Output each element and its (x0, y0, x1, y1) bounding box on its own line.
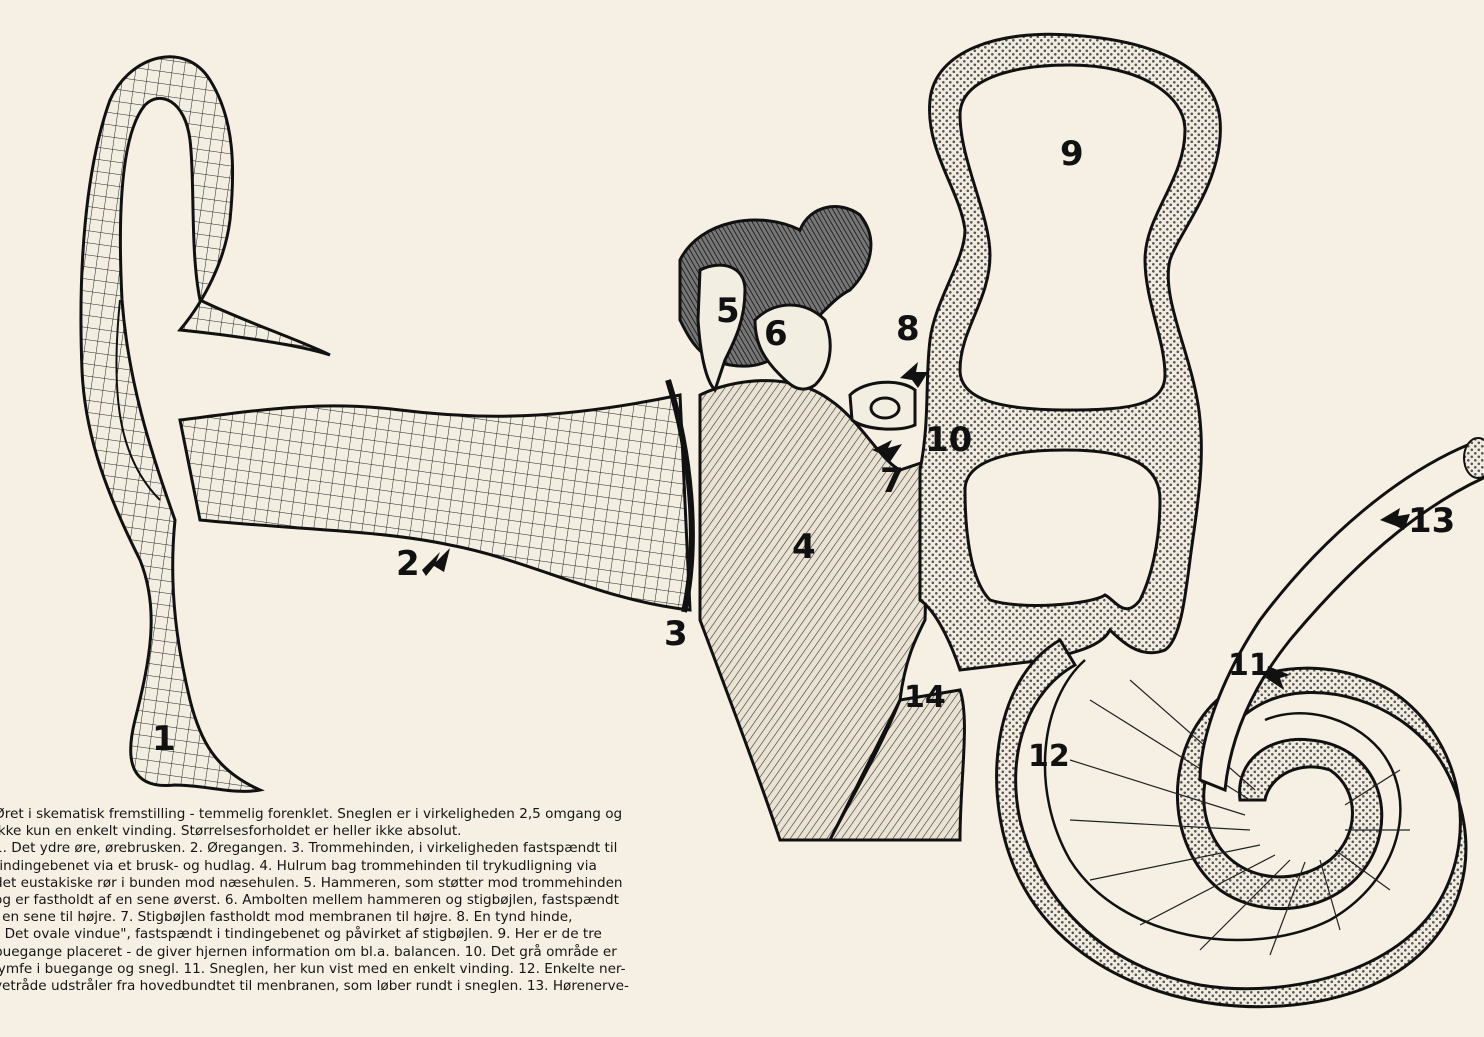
caption-line: i en sene til højre. 7. Stigbøjlen fasth… (0, 909, 870, 926)
label-4: 4 (792, 527, 816, 567)
caption-line: 1. Det ydre øre, ørebrusken. 2. Øregange… (0, 840, 870, 857)
label-5: 5 (716, 291, 740, 331)
caption-line: tindingebenet via et brusk- og hudlag. 4… (0, 858, 870, 875)
caption-line: " Det ovale vindue", fastspændt i tindin… (0, 926, 870, 943)
caption-line: ikke kun en enkelt vinding. Størrelsesfo… (0, 823, 870, 840)
auditory-nerve (1200, 440, 1484, 790)
label-8: 8 (896, 309, 920, 349)
label-9: 9 (1060, 134, 1084, 174)
label-3: 3 (664, 614, 688, 654)
label-12: 12 (1028, 739, 1070, 774)
caption-line: lymfe i buegange og snegl. 11. Sneglen, … (0, 961, 870, 978)
label-6: 6 (764, 314, 788, 354)
caption-line: og er fastholdt af en sene øverst. 6. Am… (0, 892, 870, 909)
label-7: 7 (880, 461, 904, 501)
label-14: 14 (904, 680, 946, 715)
label-11: 11 (1228, 648, 1270, 683)
caption-text: Øret i skematisk fremstilling - temmelig… (0, 806, 870, 1032)
arrow-2 (422, 548, 450, 576)
label-13: 13 (1408, 501, 1455, 541)
lower-canal-lumen (965, 450, 1160, 609)
label-1: 1 (152, 719, 176, 759)
label-10: 10 (925, 420, 972, 460)
ear-canal (180, 395, 690, 610)
caption-line: Øret i skematisk fremstilling - temmelig… (0, 806, 870, 823)
label-2: 2 (396, 544, 420, 584)
stirrup-bone (850, 382, 915, 429)
caption-line: buegange placeret - de giver hjernen inf… (0, 944, 870, 961)
caption-line: det eustakiske rør i bunden mod næsehule… (0, 875, 870, 892)
caption-line: vetråde udstråler fra hovedbundtet til m… (0, 978, 870, 995)
nerve-end-cap (1464, 438, 1484, 478)
